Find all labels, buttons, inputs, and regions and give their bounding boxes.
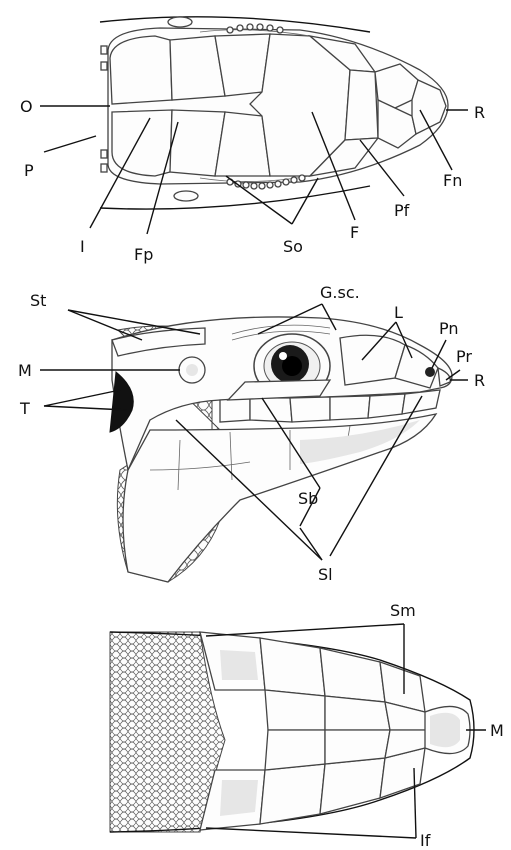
label-frontoparietal: Fp (134, 245, 153, 264)
label-mental: M (490, 721, 504, 740)
label-supralabials: Sl (318, 565, 333, 584)
label-rostral-lateral: R (474, 371, 485, 390)
label-supraoculars: So (283, 237, 303, 256)
label-submaxillaries: Sm (390, 601, 416, 620)
label-frontal: F (350, 223, 359, 242)
label-prefrontal: Pf (394, 201, 410, 220)
label-masseteric: M (18, 361, 32, 380)
label-postnasal: Pn (439, 319, 459, 338)
ventral-view: Sm M If (110, 601, 504, 850)
lateral-view: St G.sc. L Pn Pr M T R Sb Sl (18, 283, 485, 584)
label-occipital: O (20, 97, 33, 116)
dorsal-view: O P I Fp So F Pf Fn R (20, 17, 485, 264)
label-prenasal: Pr (456, 347, 472, 366)
label-suboculars: Sb (298, 489, 318, 508)
label-supraciliary-granules: G.sc. (320, 283, 360, 302)
label-loreals: L (394, 303, 403, 322)
label-frontonasal: Fn (443, 171, 462, 190)
label-interparietal: I (80, 237, 85, 256)
label-rostral-dorsal: R (474, 103, 485, 122)
label-tympanic: T (19, 399, 30, 418)
label-supratemporals: St (30, 291, 46, 310)
label-infralabials: If (420, 831, 431, 850)
label-parietal: P (24, 161, 34, 180)
